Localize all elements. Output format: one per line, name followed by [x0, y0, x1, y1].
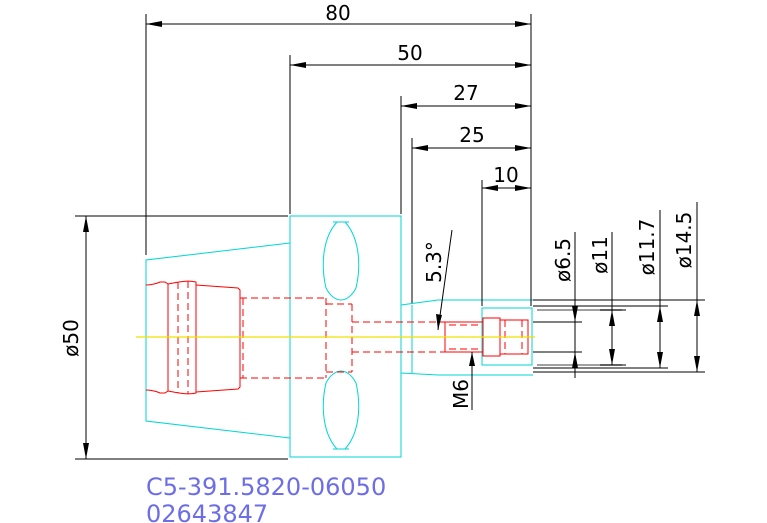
- part-number: 02643847: [146, 500, 268, 523]
- dimension-dia-50: ø50: [59, 319, 83, 357]
- dimension-dia-14-5: ø14.5: [672, 212, 696, 269]
- thread-callout: [469, 352, 475, 410]
- dimension-dia-11: ø11: [588, 236, 612, 274]
- dimension-80: 80: [325, 1, 350, 25]
- dimension-27: 27: [453, 81, 478, 105]
- dimension-angle: 5.3°: [422, 241, 446, 283]
- tip-surfaces: [537, 309, 622, 366]
- dimension-dia-11-7: ø11.7: [635, 219, 659, 276]
- part-code: C5-391.5820-06050: [146, 473, 386, 501]
- dimension-50: 50: [397, 41, 422, 65]
- angle-dimension: [436, 229, 453, 331]
- dimension-dia-6-5: ø6.5: [551, 238, 575, 282]
- diameter-50-dimension: [75, 215, 288, 460]
- dimension-25: 25: [459, 123, 484, 147]
- diameter-dimensions-right: [533, 202, 705, 378]
- length-dimensions: [145, 14, 532, 306]
- dimension-10: 10: [493, 163, 518, 187]
- thread-label: M6: [449, 379, 473, 409]
